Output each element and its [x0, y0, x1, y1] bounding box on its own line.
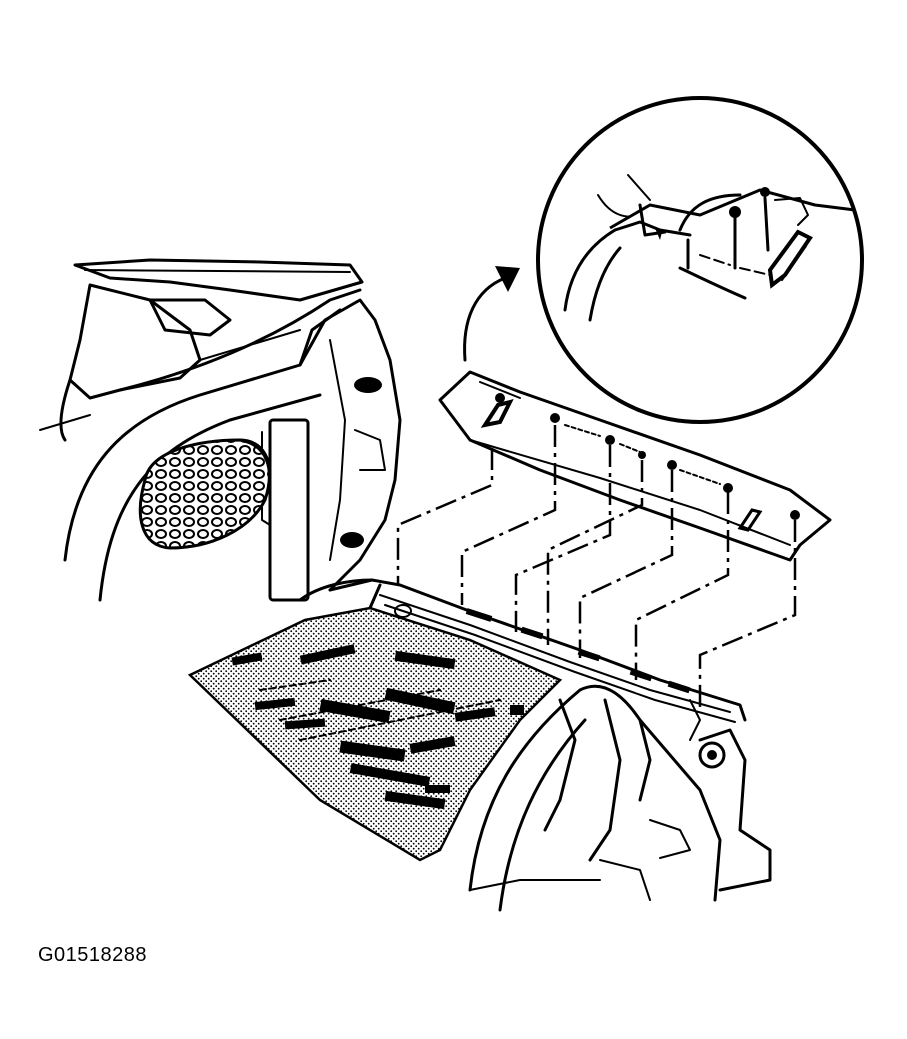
detail-arrow — [463, 266, 520, 362]
rear-sill — [298, 578, 747, 723]
left-quarter-panel — [63, 298, 402, 602]
trunk-lid — [39, 258, 364, 442]
figure-id-label: G01518288 — [38, 944, 148, 966]
rear-compartment-panel — [438, 370, 832, 562]
alignment-leaders — [396, 425, 797, 712]
right-wheelhouse — [468, 684, 772, 912]
trunk-floor — [187, 606, 563, 862]
panel-fasteners — [495, 393, 800, 520]
detail-inset — [536, 96, 864, 424]
speaker-grille — [138, 438, 272, 550]
